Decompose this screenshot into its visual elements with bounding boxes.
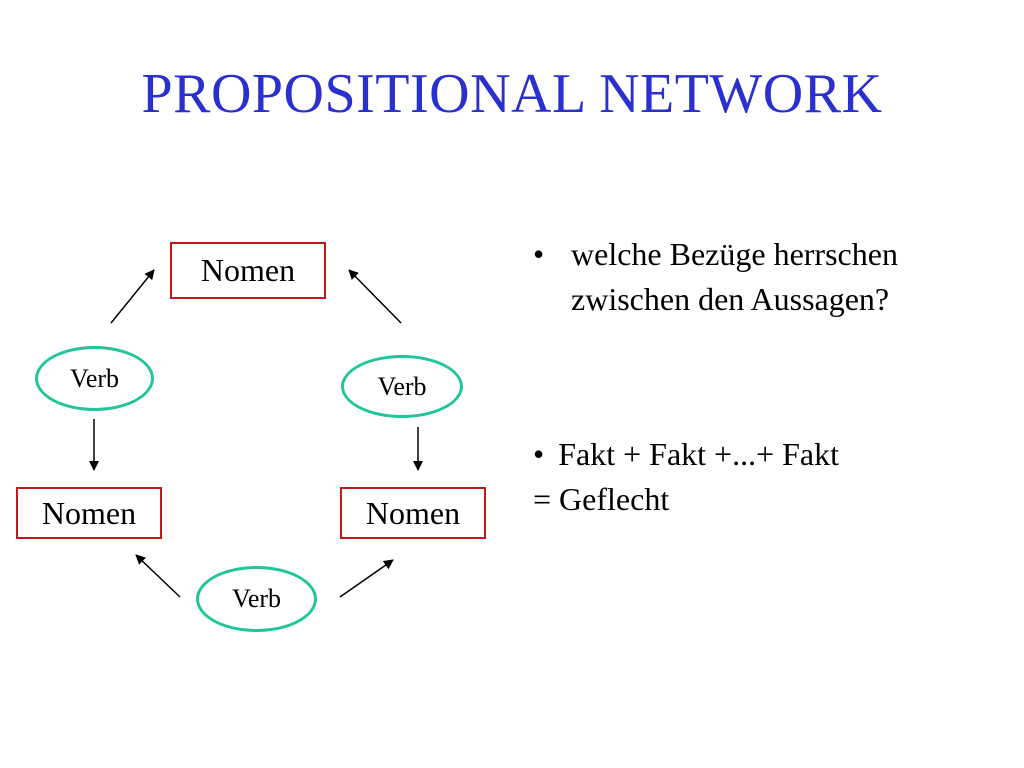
arrow-verb-right-to-nomen-top: [348, 269, 402, 324]
nomen-top-node: Nomen: [170, 242, 326, 299]
nomen-right-label: Nomen: [365, 494, 461, 531]
verb-bottom-label: Verb: [231, 584, 282, 613]
verb-right-node: Verb: [341, 355, 463, 418]
verb-right-label: Verb: [377, 371, 427, 401]
bullet-item-1-text: welche Bezüge herrschen zwischen den Aus…: [571, 236, 898, 317]
nomen-left-label: Nomen: [41, 494, 137, 531]
verb-left-label: Verb: [69, 363, 120, 393]
slide-title: PROPOSITIONAL NETWORK: [141, 63, 883, 125]
verb-left-node: Verb: [35, 346, 154, 411]
arrow-verb-bottom-to-nomen-right: [339, 559, 394, 598]
verb-bottom-node: Verb: [196, 566, 317, 632]
bullet-marker: •: [533, 436, 545, 472]
nomen-left-node: Nomen: [16, 487, 162, 539]
bullet-marker: •: [533, 236, 545, 272]
bullet-item-2: • Fakt + Fakt +...+ Fakt = Geflecht: [533, 432, 1003, 522]
bullet-item-2-line2: = Geflecht: [533, 481, 670, 517]
arrow-verb-left-to-nomen-top: [110, 269, 155, 324]
nomen-right-node: Nomen: [340, 487, 486, 539]
arrow-verb-bottom-to-nomen-left: [135, 554, 181, 598]
bullet-item-2-line1: Fakt + Fakt +...+ Fakt: [558, 436, 840, 472]
nomen-top-label: Nomen: [200, 252, 296, 288]
